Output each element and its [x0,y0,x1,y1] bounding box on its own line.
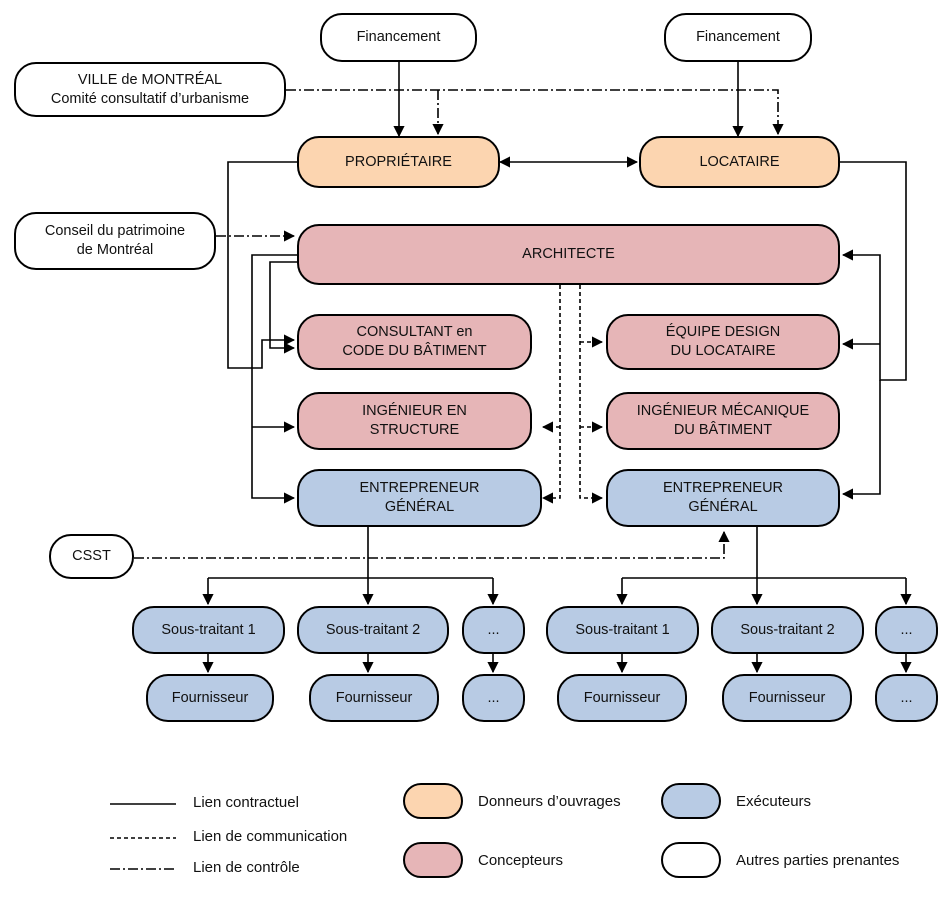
legend-communication-label: Lien de communication [193,828,348,845]
control-csst-entrepreneur [134,530,730,559]
link-architecte-consultant [269,261,297,354]
fournisseur-more-left: ... [462,674,525,722]
link-bus-entrepreneur-right [841,380,881,500]
locataire-node: LOCATAIRE [639,136,840,188]
sous-traitant-2-left: Sous-traitant 2 [297,606,449,654]
proprietaire-node: PROPRIÉTAIRE [297,136,500,188]
sous-traitant-2-right: Sous-traitant 2 [711,606,864,654]
legend-autres-swatch [661,842,721,878]
control-ville-proprietaire-locataire [286,89,784,136]
legend-executeurs-label: Exécuteurs [736,792,812,810]
legend-executeurs: Exécuteurs [661,783,811,819]
ville-montreal-node: VILLE de MONTRÉAL Comité consultatif d’u… [14,62,286,117]
entrepreneur-general-left-node: ENTREPRENEUR GÉNÉRAL [297,469,542,527]
equipe-design-node: ÉQUIPE DESIGN DU LOCATAIRE [606,314,840,370]
financement-node-right: Financement [664,13,812,62]
conseil-patrimoine-node: Conseil du patrimoine de Montréal [14,212,216,270]
entrepreneur-general-right-node: ENTREPRENEUR GÉNÉRAL [606,469,840,527]
legend-concepteurs: Concepteurs [403,842,563,878]
comm-architecte-entrepreneur-right [579,285,604,504]
financement-node-left: Financement [320,13,477,62]
sous-traitant-1-right: Sous-traitant 1 [546,606,699,654]
ingenieur-mecanique-node: INGÉNIEUR MÉCANIQUE DU BÂTIMENT [606,392,840,450]
legend-autres-label: Autres parties prenantes [736,851,900,869]
sous-traitant-1-left: Sous-traitant 1 [132,606,285,654]
ingenieur-structure-node: INGÉNIEUR EN STRUCTURE [297,392,532,450]
csst-node: CSST [49,534,134,579]
link-entrepreneur-left-tree [208,527,493,579]
legend-concepteurs-swatch [403,842,463,878]
architecte-node: ARCHITECTE [297,224,840,285]
legend-autres: Autres parties prenantes [661,842,899,878]
consultant-code-node: CONSULTANT en CODE DU BÂTIMENT [297,314,532,370]
legend-concepteurs-label: Concepteurs [478,851,564,869]
sous-traitant-more-left: ... [462,606,525,654]
legend-controle-label: Lien de contrôle [193,859,300,876]
link-proprietaire-consultant [227,161,297,369]
link-locataire-architecte [840,161,907,381]
fournisseur-2-right: Fournisseur [722,674,852,722]
legend-donneurs-swatch [403,783,463,819]
legend-contractuel-label: Lien contractuel [193,794,299,811]
fournisseur-1-right: Fournisseur [557,674,687,722]
legend-donneurs: Donneurs d’ouvrages [403,783,621,819]
fournisseur-more-right: ... [875,674,938,722]
fournisseur-2-left: Fournisseur [309,674,439,722]
legend-executeurs-swatch [661,783,721,819]
fournisseur-1-left: Fournisseur [146,674,274,722]
link-entrepreneur-right-tree [622,527,906,579]
legend-donneurs-label: Donneurs d’ouvrages [478,792,621,810]
sous-traitant-more-right: ... [875,606,938,654]
comm-architecte-entrepreneur-left [541,285,561,504]
link-architecte-bus-left [251,254,297,504]
